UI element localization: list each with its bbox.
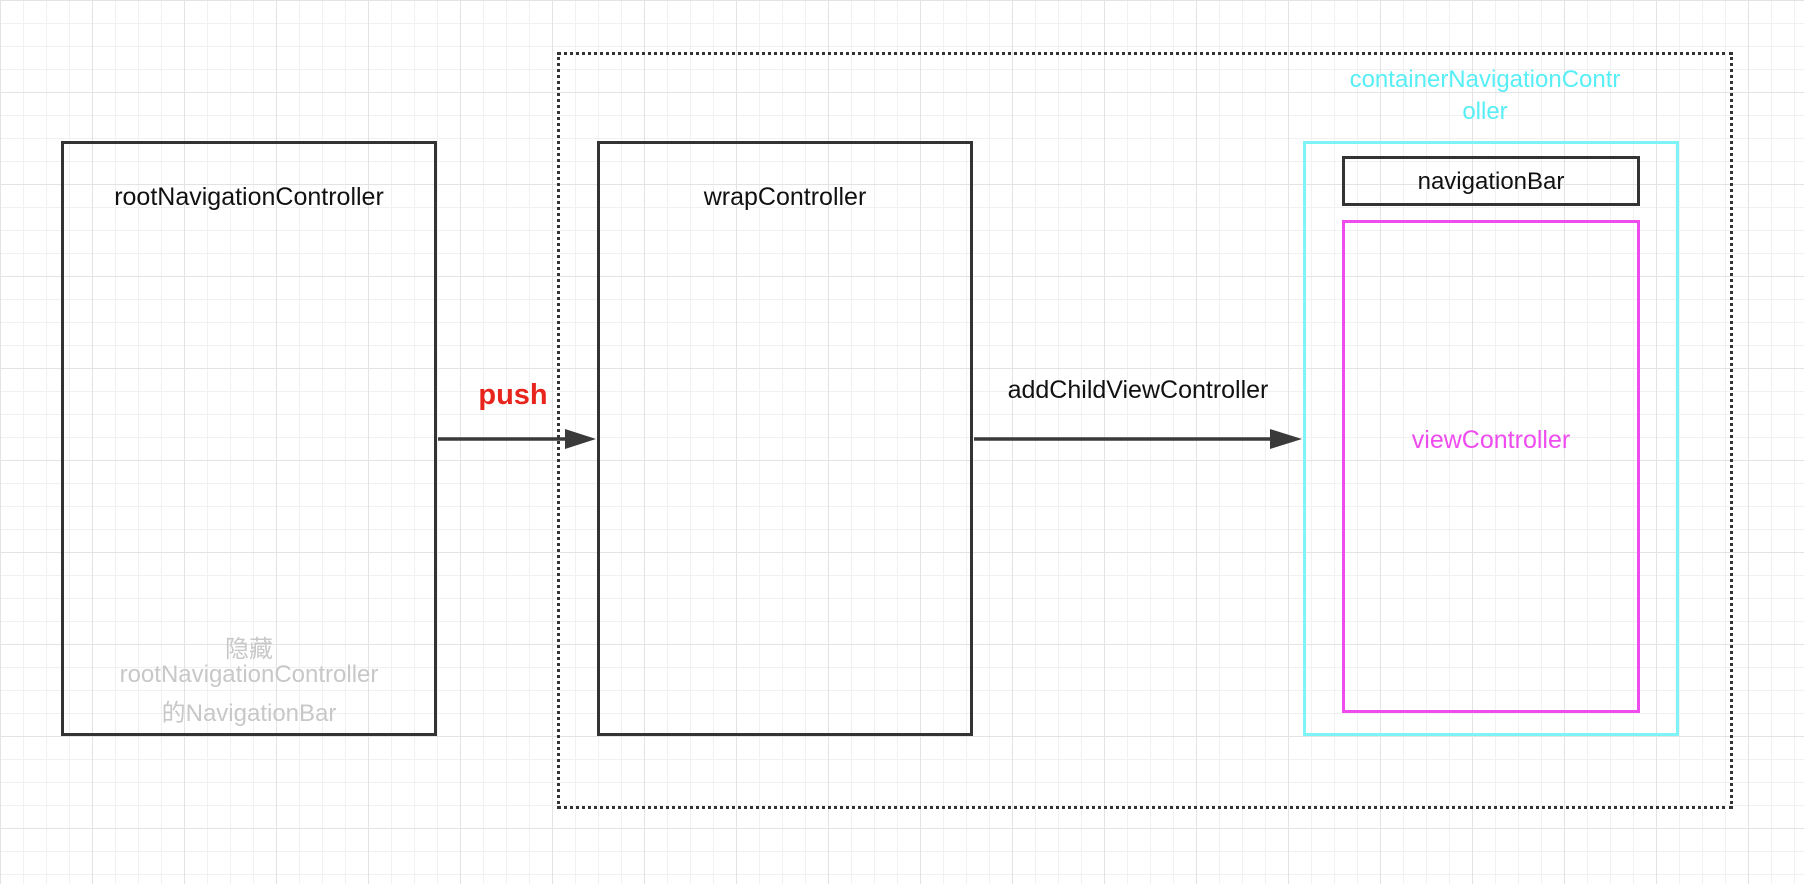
root-note-line-3: 的NavigationBar [161, 700, 337, 727]
dotted-group-boundary [557, 52, 1733, 809]
view-controller-title: viewController [1411, 426, 1571, 454]
navigation-bar-box [1342, 156, 1640, 206]
navigation-bar-title: navigationBar [1417, 168, 1565, 195]
wrap-controller-box [597, 141, 973, 736]
wrap-controller-title: wrapController [703, 183, 867, 211]
root-navigation-controller-box [61, 141, 437, 736]
root-navigation-controller-title: rootNavigationController [114, 183, 384, 211]
root-note-line-1: 隐藏 [225, 636, 273, 663]
container-navigation-controller-box [1303, 141, 1679, 736]
push-edge-label: push [478, 379, 548, 411]
view-controller-box [1342, 220, 1640, 713]
push-arrowhead-icon [565, 429, 596, 449]
add-child-edge-label: addChildViewController [1007, 376, 1269, 404]
container-navigation-controller-title-line-1: containerNavigationContr [1349, 66, 1621, 93]
root-note-line-2: rootNavigationController [119, 661, 379, 688]
container-navigation-controller-title-line-2: oller [1462, 98, 1508, 125]
add-child-arrowhead-icon [1270, 429, 1302, 449]
